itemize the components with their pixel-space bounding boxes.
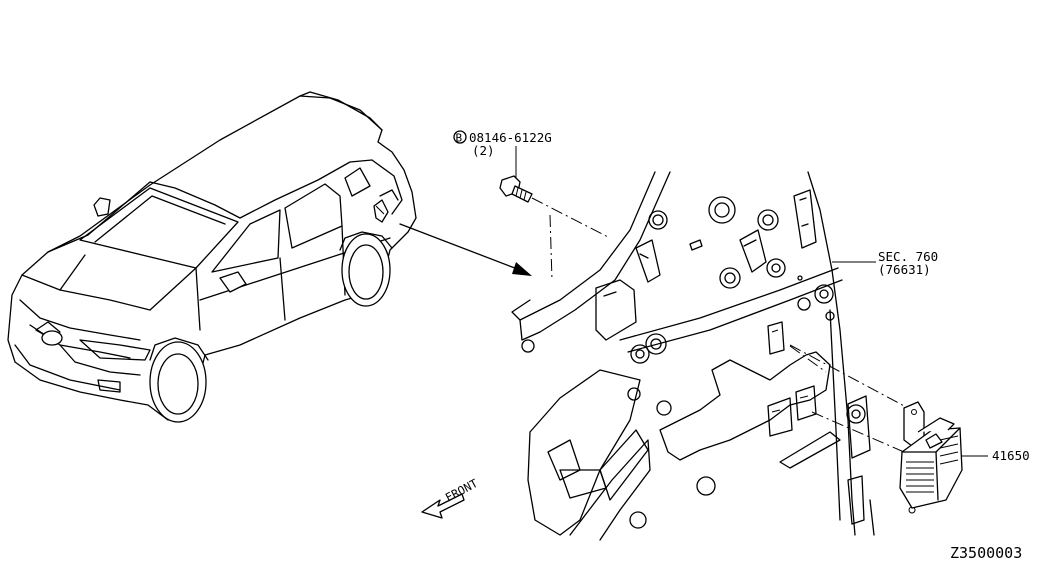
section-reference: SEC. 760 [878, 249, 938, 264]
bolt-symbol: B [456, 132, 463, 145]
front-label: FRONT [443, 476, 480, 505]
section-callout: SEC. 760 (76631) [832, 249, 938, 277]
bolt-icon [499, 175, 533, 203]
location-arrow [399, 223, 532, 276]
bolt-callout: B 08146-6122G (2) [453, 130, 611, 281]
vehicle-illustration [7, 91, 417, 423]
bolt-part-number: 08146-6122G [469, 130, 552, 145]
body-panel [511, 171, 875, 541]
module-part-number: 41650 [992, 448, 1030, 463]
front-arrow-icon [421, 493, 465, 519]
section-subreference: (76631) [878, 262, 931, 277]
diagram-id: Z3500003 [950, 544, 1022, 562]
bolt-quantity: (2) [472, 143, 495, 158]
control-module: 41650 [789, 344, 1030, 514]
front-direction-indicator: FRONT [421, 476, 480, 519]
